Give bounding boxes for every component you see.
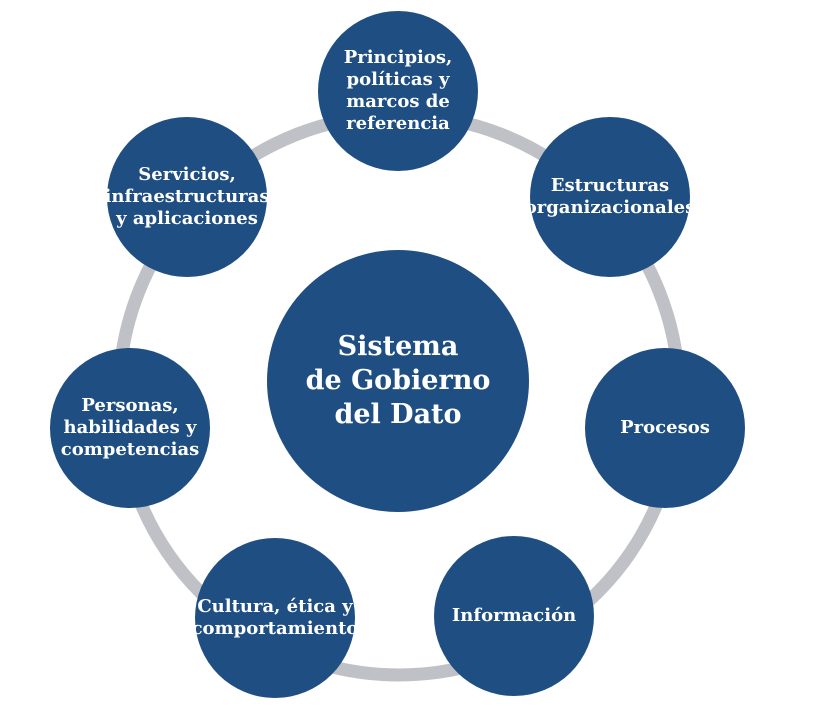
node-informacion: Información [434,536,594,696]
center-node-sistema: Sistema de Gobierno del Dato [267,250,529,512]
node-servicios-label: Servicios, infraestructuras y aplicacion… [104,164,270,229]
node-personas-label: Personas, habilidades y competencias [60,395,200,460]
node-principios: Principios, políticas y marcos de refere… [318,11,478,171]
node-cultura: Cultura, ética y comportamiento [192,538,358,698]
node-personas: Personas, habilidades y competencias [50,348,210,508]
node-principios-label: Principios, políticas y marcos de refere… [343,47,453,134]
node-estructuras: Estructuras organizacionales [525,117,695,277]
node-procesos-label: Procesos [620,417,710,439]
node-informacion-label: Información [451,605,577,627]
node-estructuras-label: Estructuras organizacionales [524,175,696,218]
node-procesos: Procesos [585,348,745,508]
node-cultura-label: Cultura, ética y comportamiento [191,596,359,639]
center-node-label: Sistema de Gobierno del Dato [305,331,491,430]
node-servicios: Servicios, infraestructuras y aplicacion… [104,117,270,277]
